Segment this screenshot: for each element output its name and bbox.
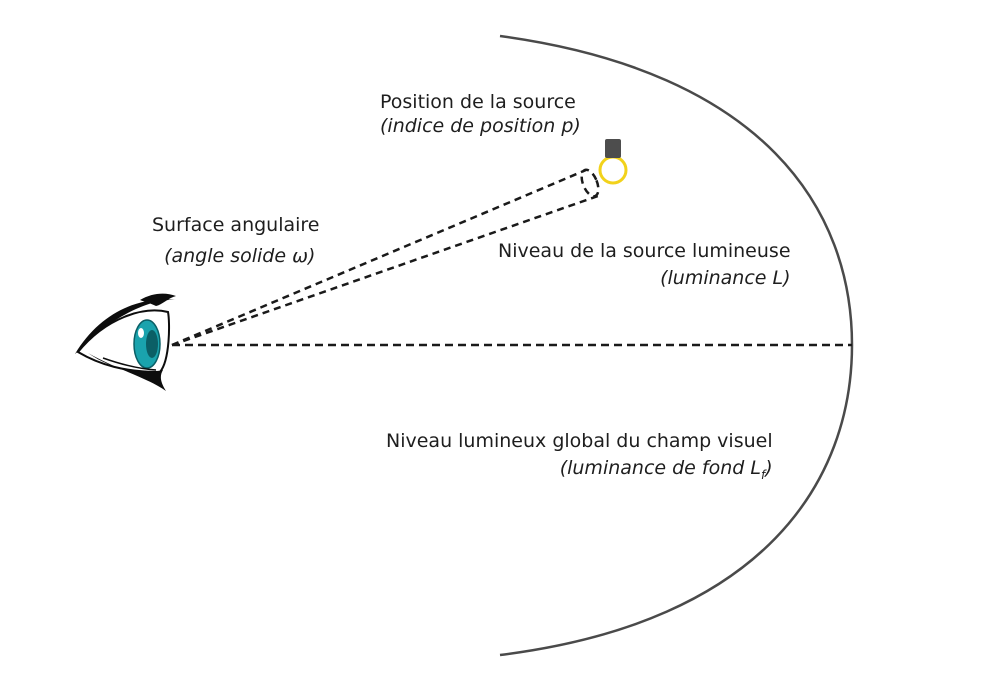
background-level-label: Niveau lumineux global du champ visuel (…	[386, 429, 773, 482]
background-level-detail-subscript: f	[760, 468, 766, 482]
source-level-title: Niveau de la source lumineuse	[498, 240, 791, 262]
background-level-detail: (luminance de fond Lf)	[386, 456, 773, 482]
background-level-title: Niveau lumineux global du champ visuel	[386, 430, 773, 452]
solid-angle-cone	[171, 168, 600, 347]
angular-surface-title: Surface angulaire	[152, 214, 320, 236]
background-level-detail-suffix: )	[765, 457, 773, 479]
background-level-detail-prefix: (luminance de fond L	[559, 457, 761, 479]
angular-surface-label: Surface angulaire (angle solide ω)	[152, 213, 320, 268]
source-position-title: Position de la source	[380, 91, 576, 113]
eye-icon	[75, 293, 176, 391]
source-position-label: Position de la source (indice de positio…	[380, 90, 581, 138]
angular-surface-detail: (angle solide ω)	[164, 245, 316, 267]
source-position-detail: (indice de position p)	[380, 115, 581, 137]
source-level-detail: (luminance L)	[660, 267, 791, 289]
source-level-label: Niveau de la source lumineuse (luminance…	[498, 239, 791, 290]
light-source-icon	[598, 139, 628, 185]
